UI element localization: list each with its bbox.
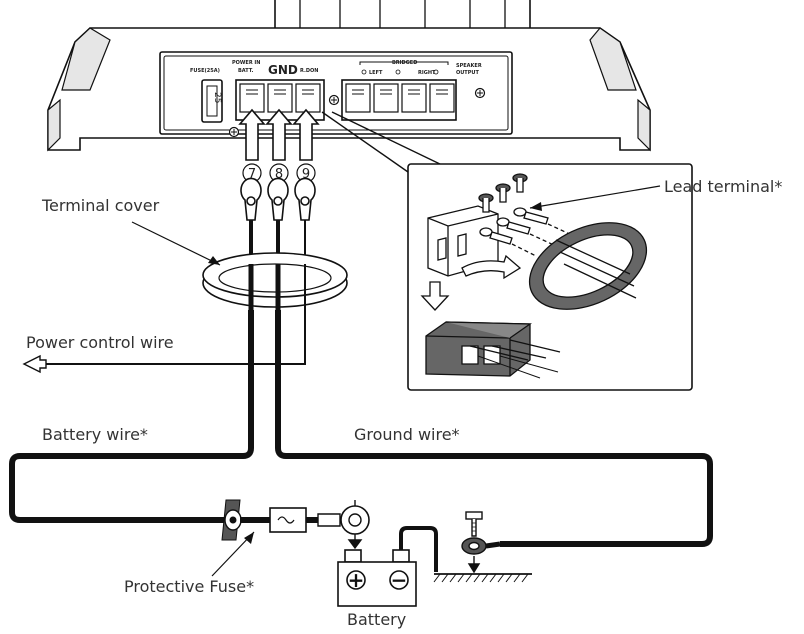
amplifier bbox=[47, 0, 651, 152]
chassis-ground bbox=[433, 511, 532, 583]
battery-positive-arrow bbox=[347, 500, 363, 550]
battery-ground-wire bbox=[399, 526, 438, 572]
terminal-number-8: 8 bbox=[275, 167, 283, 182]
battery-wire bbox=[9, 310, 254, 523]
left-label: LEFT bbox=[369, 70, 383, 76]
batt-label: BATT. bbox=[238, 68, 253, 74]
bridged-label: BRIDGED bbox=[392, 60, 417, 66]
battery-wire-label: Battery wire* bbox=[42, 425, 148, 444]
output-label: OUTPUT bbox=[456, 70, 479, 76]
terminal-arrows bbox=[238, 108, 320, 161]
power-in-label: POWER IN bbox=[232, 60, 260, 66]
fuse-rating-label: FUSE(25A) bbox=[190, 68, 220, 74]
terminal-numbers bbox=[242, 163, 316, 183]
battery-minus-symbol: − bbox=[391, 568, 408, 592]
right-label: RIGHT bbox=[418, 70, 436, 76]
protective-fuse bbox=[221, 499, 370, 541]
ground-wire-label: Ground wire* bbox=[354, 425, 460, 444]
terminal-number-9: 9 bbox=[302, 167, 310, 182]
wires-through-cover bbox=[248, 264, 306, 312]
speaker-label: SPEAKER bbox=[456, 63, 482, 69]
ring-terminals bbox=[240, 177, 316, 221]
battery bbox=[337, 549, 417, 607]
detail-callout bbox=[321, 111, 443, 173]
power-control-wire-label: Power control wire bbox=[26, 333, 174, 352]
terminal-number-7: 7 bbox=[248, 167, 256, 182]
fuse-value: 25 bbox=[212, 92, 222, 103]
battery-label: Battery bbox=[347, 610, 406, 629]
rdon-label: R.DON bbox=[300, 68, 318, 74]
terminal-cover-label: Terminal cover bbox=[41, 196, 160, 215]
lead-terminal-label: Lead terminal* bbox=[664, 177, 782, 196]
detail-inset-content bbox=[420, 173, 648, 379]
terminal-cover bbox=[202, 252, 348, 308]
gnd-label: GND bbox=[268, 63, 298, 77]
battery-plus-symbol: + bbox=[348, 568, 365, 592]
power-control-wire bbox=[22, 310, 306, 374]
protective-fuse-label: Protective Fuse* bbox=[124, 577, 254, 596]
ground-wire bbox=[275, 310, 713, 547]
